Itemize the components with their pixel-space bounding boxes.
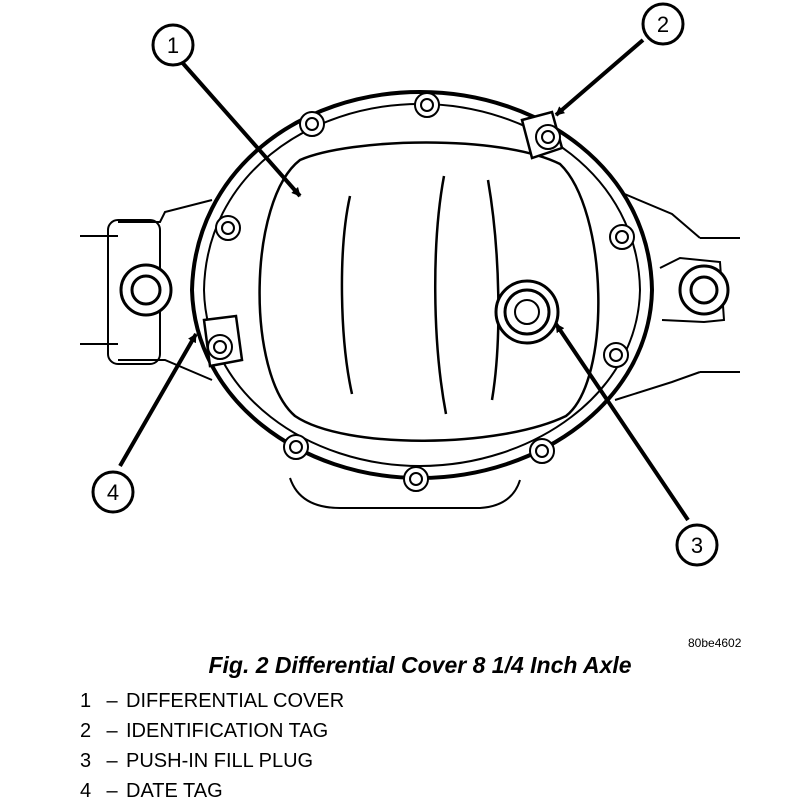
cover-dome — [258, 141, 600, 442]
legend-dash: – — [106, 690, 118, 712]
legend-label: DATE TAG — [126, 780, 223, 802]
callout-4: 4 — [91, 470, 135, 514]
callout-2: 2 — [641, 2, 685, 46]
cover-bolt — [403, 466, 429, 492]
leader-arrows — [118, 38, 690, 522]
cover-bolt — [299, 111, 325, 137]
legend-item: 4–DATE TAG — [80, 776, 344, 806]
cover-bolt — [603, 342, 629, 368]
fill-plug — [494, 279, 560, 345]
legend-label: DIFFERENTIAL COVER — [126, 690, 345, 712]
figure-caption: Fig. 2 Differential Cover 8 1/4 Inch Axl… — [208, 652, 632, 678]
svg-text:4: 4 — [107, 480, 119, 505]
cover-bolt — [529, 438, 555, 464]
cover-bolt — [414, 92, 440, 118]
legend-item: 2–IDENTIFICATION TAG — [80, 716, 344, 746]
svg-text:3: 3 — [691, 533, 703, 558]
svg-text:1: 1 — [167, 33, 179, 58]
callout-3: 3 — [675, 523, 719, 567]
housing-bottom — [289, 477, 521, 509]
leader-arrow-2 — [554, 38, 645, 117]
svg-text:2: 2 — [657, 12, 669, 37]
legend-dash: – — [106, 780, 118, 802]
legend-number: 1 — [80, 690, 92, 712]
legend-label: IDENTIFICATION TAG — [126, 720, 329, 742]
cover-bolt — [609, 224, 635, 250]
legend-label: PUSH-IN FILL PLUG — [126, 750, 314, 772]
left-mount-boss — [119, 263, 173, 317]
cover-bolt — [535, 124, 561, 150]
callout-legend: 1–DIFFERENTIAL COVER 2–IDENTIFICATION TA… — [80, 686, 344, 806]
leader-arrow-4 — [118, 333, 198, 467]
legend-number: 3 — [80, 750, 92, 772]
legend-number: 2 — [80, 720, 92, 742]
figure-code: 80be4602 — [688, 636, 742, 650]
legend-dash: – — [106, 720, 118, 742]
cover-bolt — [207, 334, 233, 360]
legend-item: 3–PUSH-IN FILL PLUG — [80, 746, 344, 776]
leader-arrow-1 — [178, 58, 302, 198]
right-mount-boss — [678, 264, 730, 316]
cover-bolts — [207, 92, 635, 492]
leader-arrow-3 — [554, 322, 690, 522]
callout-1: 1 — [151, 23, 195, 67]
cover-bolt — [215, 215, 241, 241]
differential-cover-illustration: 1 2 3 4 — [80, 2, 740, 567]
cover-bolt — [283, 434, 309, 460]
legend-dash: – — [106, 750, 118, 772]
legend-item: 1–DIFFERENTIAL COVER — [80, 686, 344, 716]
legend-number: 4 — [80, 780, 92, 802]
